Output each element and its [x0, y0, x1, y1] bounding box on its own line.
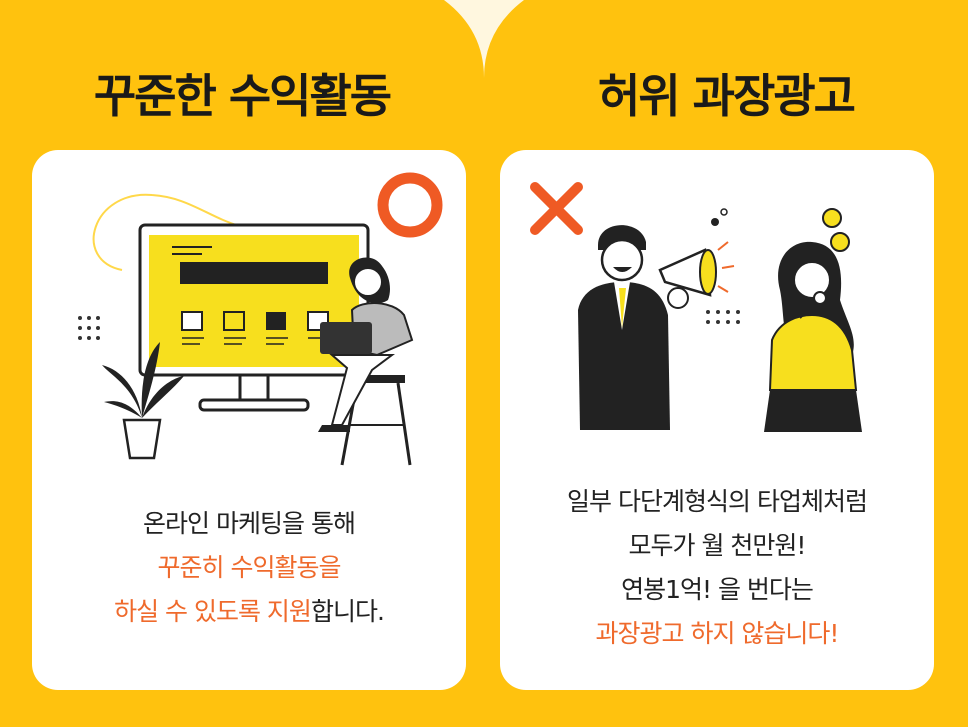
- circle-mark-icon: [377, 172, 443, 238]
- left-line-3: 하실 수 있도록 지원합니다.: [114, 597, 385, 626]
- right-panel-card: 일부 다단계형식의 타업체처럼 모두가 월 천만원! 연봉1억! 을 번다는 과…: [500, 150, 934, 690]
- right-line-2: 모두가 월 천만원!: [628, 531, 807, 560]
- left-panel-title: 꾸준한 수익활동: [93, 69, 392, 123]
- top-notch-decoration: [444, 0, 524, 78]
- left-line-2: 꾸준히 수익활동을: [157, 553, 342, 582]
- right-line-1: 일부 다단계형식의 타업체처럼: [567, 487, 868, 516]
- marketing-illustration: [78, 172, 443, 466]
- x-mark-icon: [530, 182, 583, 235]
- false-advertising-illustration: [530, 182, 862, 432]
- left-panel-card: 온라인 마케팅을 통해 꾸준히 수익활동을 하실 수 있도록 지원합니다.: [32, 150, 466, 690]
- right-panel-description: 일부 다단계형식의 타업체처럼 모두가 월 천만원! 연봉1억! 을 번다는 과…: [500, 480, 934, 656]
- right-panel-title: 허위 과장광고: [598, 69, 856, 123]
- right-line-4: 과장광고 하지 않습니다!: [595, 619, 840, 648]
- left-line-1: 온라인 마케팅을 통해: [143, 509, 356, 538]
- left-panel-description: 온라인 마케팅을 통해 꾸준히 수익활동을 하실 수 있도록 지원합니다.: [32, 502, 466, 634]
- right-line-3: 연봉1억! 을 번다는: [621, 575, 814, 604]
